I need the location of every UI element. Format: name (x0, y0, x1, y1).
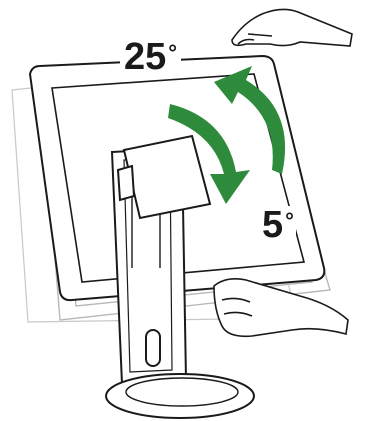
back-tilt-angle-unit: ° (168, 40, 177, 65)
forward-tilt-angle-unit: ° (285, 208, 294, 233)
forward-tilt-angle-label: 5° (260, 206, 296, 244)
hand-icon-bottom (214, 279, 348, 336)
back-tilt-angle-label: 25° (120, 38, 181, 76)
hand-icon-top (232, 9, 352, 46)
back-tilt-angle-value: 25 (124, 36, 166, 78)
monitor-base (106, 374, 254, 418)
forward-tilt-angle-value: 5 (262, 204, 283, 246)
